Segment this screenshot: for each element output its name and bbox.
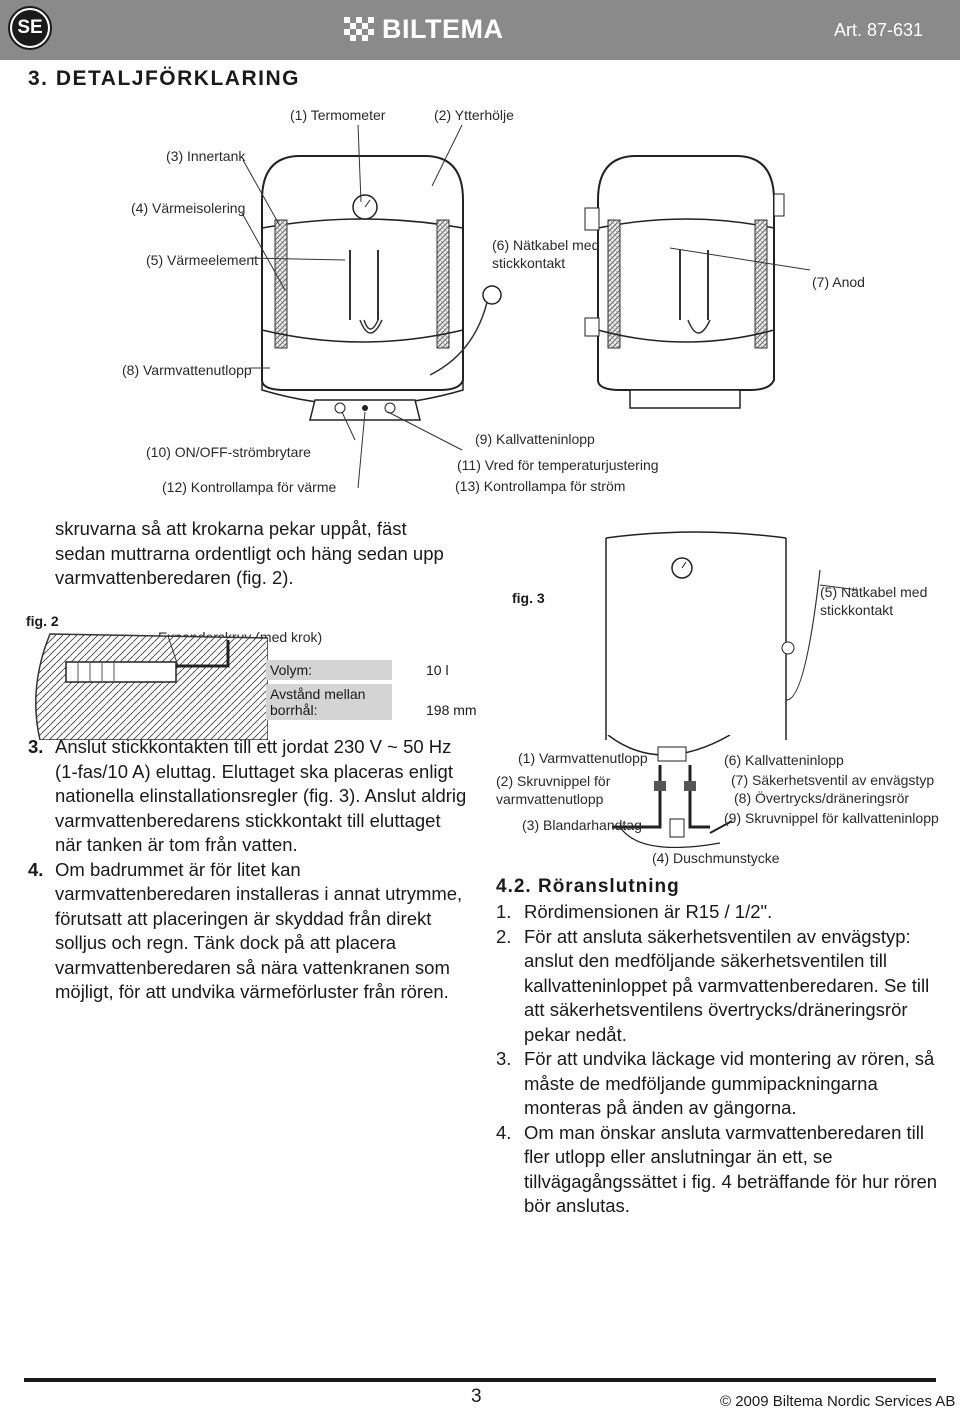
step-number: 4. [28, 858, 44, 880]
label-fig4-skruvnippel-kall: (9) Skruvnippel för kallvatteninlopp [724, 810, 939, 826]
spec-row-volym: Volym: 10 l [266, 660, 481, 680]
spec-value: 198 mm [426, 702, 477, 718]
specifications-table: Volym: 10 l Avstånd mellan borrhål: 198 … [266, 660, 481, 720]
step-number: 1. [496, 901, 512, 922]
heater-front-diagram [605, 531, 859, 740]
brand-logo: BILTEMA [382, 14, 504, 44]
label-varmeelement: (5) Värmeelement [146, 252, 259, 268]
pipe-connection-diagram [607, 735, 733, 848]
header-bar [0, 0, 960, 60]
step-number: 3. [496, 1048, 512, 1069]
left-steps-list: 3. Anslut stickkontakten till ett jordat… [28, 735, 468, 1005]
fig3-label: fig. 3 [512, 590, 545, 606]
left-intro-paragraph: skruvarna så att krokarna pekar uppåt, f… [55, 518, 444, 588]
fig2-label: fig. 2 [26, 613, 59, 629]
label-fig4-duschmunstycke: (4) Duschmunstycke [652, 850, 780, 866]
spec-key: Volym: [266, 660, 392, 680]
step-number: 4. [496, 1121, 512, 1143]
step-number: 2. [496, 925, 512, 947]
label-fig4-varmvattenutlopp: (1) Varmvattenutlopp [518, 750, 648, 766]
step-number: 3. [28, 736, 44, 757]
label-varmeisolering: (4) Värmeisolering [131, 200, 246, 216]
step-text: För att ansluta säkerhetsventilen av env… [524, 925, 930, 1045]
right-steps-list: 1. Rördimensionen är R15 / 1/2". 2. För … [496, 900, 941, 1219]
section-heading-roranslutning: 4.2. Röranslutning [496, 876, 680, 897]
label-termometer: (1) Termometer [290, 107, 386, 123]
label-fig4-skruvnippel-varm: (2) Skruvnippel för varmvattenutlopp [496, 773, 611, 807]
label-fig4-overtrycksror: (8) Övertrycks/dräneringsrör [734, 790, 910, 806]
label-fig4-blandarhandtag: (3) Blandarhandtag [522, 817, 642, 833]
label-onoff-switch: (10) ON/OFF-strömbrytare [146, 444, 311, 460]
spec-row-avstand: Avstånd mellan borrhål: 198 mm [266, 684, 481, 720]
label-kontrollampa-strom: (13) Kontrollampa för ström [455, 478, 626, 494]
spec-value: 10 l [426, 662, 449, 678]
label-anod: (7) Anod [812, 274, 865, 290]
step-item: 4. Om man önskar ansluta varmvattenbered… [496, 1121, 941, 1219]
step-item: 1. Rördimensionen är R15 / 1/2". [496, 900, 941, 925]
label-ytterholje: (2) Ytterhölje [434, 107, 514, 123]
page-number: 3 [471, 1386, 482, 1407]
step-text: Rördimensionen är R15 / 1/2". [524, 901, 773, 922]
copyright-notice: © 2009 Biltema Nordic Services AB [720, 1393, 956, 1410]
step-item: 4. Om badrummet är för litet kan varmvat… [28, 858, 468, 1005]
step-text: Om badrummet är för litet kan varmvatten… [55, 858, 463, 1003]
step-text: Anslut stickkontakten till ett jordat 23… [55, 736, 467, 855]
spec-key: Avstånd mellan borrhål: [266, 684, 392, 720]
label-fig4-kallvatteninlopp: (6) Kallvatteninlopp [724, 752, 844, 768]
checkered-flag-icon [344, 17, 374, 41]
step-item: 3. För att undvika läckage vid montering… [496, 1047, 941, 1121]
step-item: 2. För att ansluta säkerhetsventilen av … [496, 925, 941, 1048]
step-text: Om man önskar ansluta varmvattenberedare… [524, 1121, 938, 1217]
label-natkabel-fig3: (5) Nätkabel med stickkontakt [820, 584, 928, 618]
label-fig4-sakerhetsventil: (7) Säkerhetsventil av envägstyp [731, 772, 935, 788]
section-title: 3. DETALJFÖRKLARING [28, 67, 300, 90]
label-varmvattenutlopp: (8) Varmvattenutlopp [122, 362, 252, 378]
water-heater-cutaway-diagram [241, 124, 811, 489]
language-badge: SE [8, 6, 52, 50]
step-item: 3. Anslut stickkontakten till ett jordat… [28, 735, 468, 858]
label-natkabel: (6) Nätkabel med stickkontakt [492, 237, 600, 271]
label-vred: (11) Vred för temperaturjustering [457, 457, 659, 473]
label-kontrollampa-varme: (12) Kontrollampa för värme [162, 479, 337, 495]
language-code: SE [12, 10, 48, 46]
step-text: För att undvika läckage vid montering av… [524, 1048, 935, 1118]
wall-anchor-diagram [35, 633, 268, 740]
label-innertank: (3) Innertank [166, 148, 246, 164]
label-kallvatteninlopp: (9) Kallvatteninlopp [475, 431, 595, 447]
article-number: Art. 87-631 [834, 20, 924, 40]
footer-divider [24, 1378, 936, 1382]
